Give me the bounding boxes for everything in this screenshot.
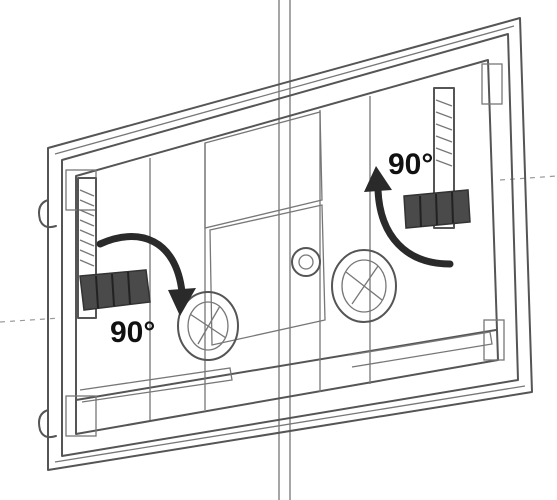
right-mounting-clips (481, 63, 505, 361)
center-fitting (291, 247, 321, 277)
left-valve-ring (177, 291, 239, 361)
right-angle-label: 90° (388, 148, 433, 181)
left-spring-rod (77, 177, 97, 319)
left-angle-label: 90° (110, 316, 155, 349)
left-lever (79, 269, 151, 311)
right-lever (403, 189, 471, 229)
right-rotation-arrow-icon (364, 166, 454, 268)
left-mounting-clips (38, 169, 97, 439)
right-valve-ring (331, 249, 397, 323)
outer-frame (47, 17, 533, 471)
left-rotation-arrow-icon (96, 233, 196, 316)
right-spring-rod (433, 87, 455, 229)
